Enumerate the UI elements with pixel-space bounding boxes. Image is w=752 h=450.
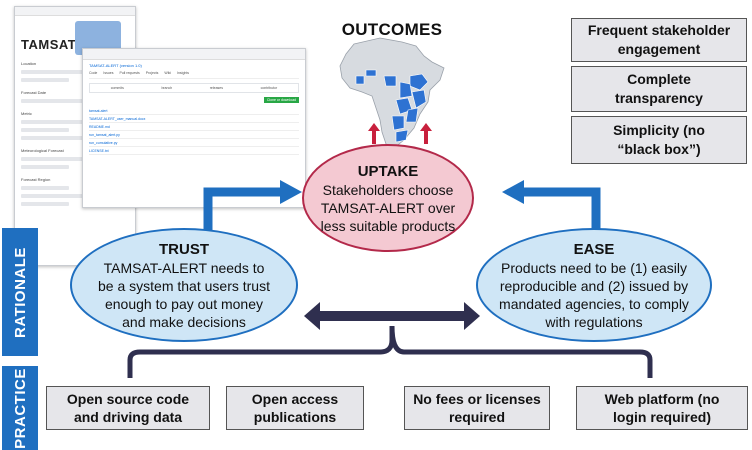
browser-bar [15,7,135,16]
uptake-text: Stakeholders choose TAMSAT-ALERT over le… [320,181,456,234]
github-file-list: tamsat-alert TAMSAT-ALERT_user_manual.do… [83,107,305,155]
trust-to-uptake-arrow [203,187,282,240]
panel-met-forecast: Meteorological Forecast [21,148,64,153]
github-stat: commits [110,86,124,90]
practice-open-source: Open source code and driving data [46,386,210,430]
file-row: run_cumulative.py [89,139,299,147]
github-tab: Insights [177,71,190,75]
panel-location: Location [21,61,37,66]
practice-no-fees: No fees or licenses required [404,386,550,430]
github-stat: branch [161,86,173,90]
ease-text: Products need to be (1) easily reproduci… [499,259,689,330]
principle-stakeholder-engagement: Frequent stakeholder engagement [571,18,747,62]
ease-ellipse: EASE Products need to be (1) easily repr… [476,228,712,342]
principle-label: Complete transparency [615,71,703,106]
practice-text: PRACTICE [11,367,29,449]
trust-text: TAMSAT-ALERT needs to be a system that u… [98,259,270,330]
uptake-ellipse: UPTAKE Stakeholders choose TAMSAT-ALERT … [302,144,474,252]
principle-label: Frequent stakeholder engagement [587,22,731,57]
github-stat: releases [209,86,223,90]
rationale-label: RATIONALE [2,228,38,356]
github-tab: Wiki [164,71,171,75]
github-screenshot: TAMSAT-ALERT (version 1.0) Code Issues P… [82,48,306,208]
file-row: TAMSAT-ALERT_user_manual.docx [89,115,299,123]
github-project-title: TAMSAT-ALERT (version 1.0) [89,63,142,68]
github-header [83,49,305,60]
uptake-arrows [368,123,432,144]
trust-ellipse: TRUST TAMSAT-ALERT needs to be a system … [70,228,298,342]
principle-simplicity: Simplicity (no “black box”) [571,116,747,164]
github-stat: contributor [260,86,278,90]
ease-to-uptake-arrow [522,187,601,240]
outcomes-title: OUTCOMES [341,20,443,39]
file-row: LICENSE.txt [89,147,299,155]
panel-forecast-date: Forecast Date [21,90,47,95]
highlighted-countries [355,69,429,143]
panel-forecast-region: Forecast Region [21,177,51,182]
file-row: tamsat-alert [89,107,299,115]
trust-ease-double-arrow [304,302,480,330]
github-tab: Pull requests [119,71,140,75]
practice-label-text: No fees or licenses required [413,391,541,425]
practice-label-text: Open source code and driving data [66,391,190,425]
africa-map [339,37,445,149]
principle-label: Simplicity (no “black box”) [613,122,705,157]
practice-bracket [127,325,653,378]
arrow-head-icon [502,180,524,204]
file-row: README.md [89,123,299,131]
github-tab: Issues [103,71,114,75]
file-row: run_tamsat_alert.py [89,131,299,139]
rationale-text: RATIONALE [11,246,29,338]
practice-web-platform: Web platform (no login required) [576,386,748,430]
clone-download-button: Clone or download [263,97,299,103]
trust-heading: TRUST [159,240,209,258]
github-stats: commits branch releases contributor [89,83,299,93]
practice-label-text: Web platform (no login required) [604,391,720,425]
practice-open-access: Open access publications [226,386,364,430]
practice-label: PRACTICE [2,366,38,450]
uptake-heading: UPTAKE [357,162,419,180]
ease-heading: EASE [573,240,615,258]
github-tab: Projects [145,71,159,75]
github-tabs: Code Issues Pull requests Projects Wiki … [89,71,299,75]
up-arrow-icon [368,123,432,144]
arrow-head-icon [280,180,302,204]
panel-metric: Metric [21,111,32,116]
tamsat-logo: TAMSAT [21,37,77,52]
practice-label-text: Open access publications [251,391,339,425]
github-tab: Code [89,71,98,75]
principle-transparency: Complete transparency [571,66,747,112]
